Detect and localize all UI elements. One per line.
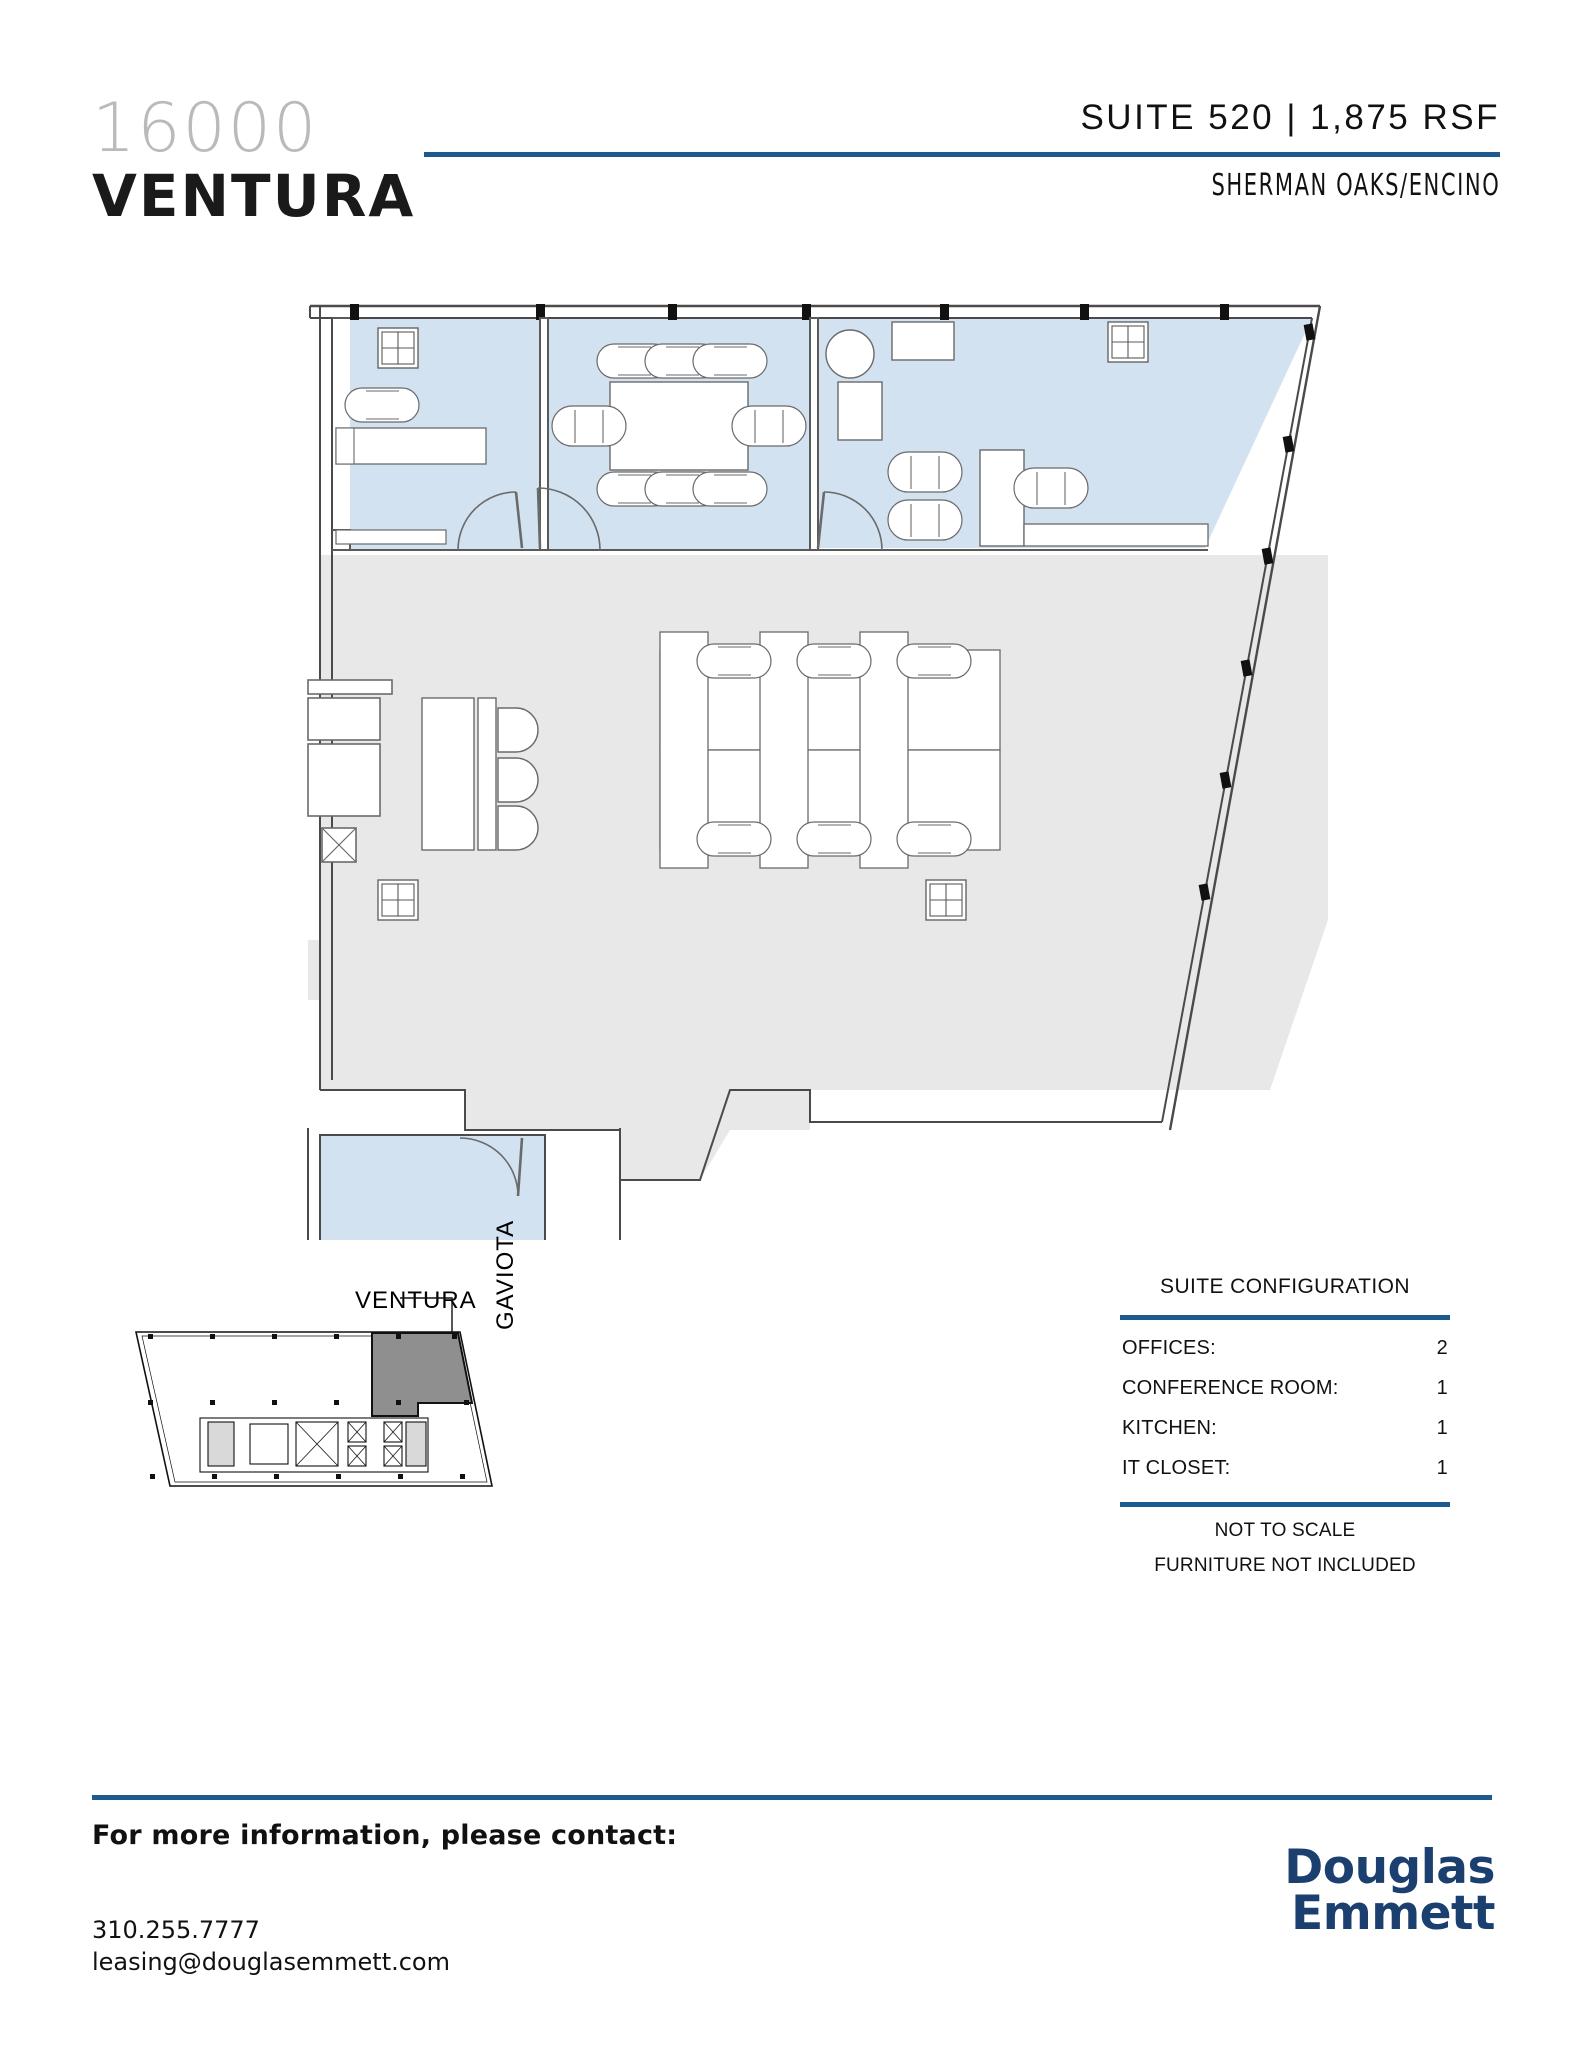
- config-row-kitchen: KITCHEN: 1: [1120, 1400, 1450, 1440]
- config-label-it-closet: IT CLOSET:: [1122, 1457, 1231, 1479]
- lounge-chair: [497, 707, 539, 753]
- lounge-seating: [421, 697, 539, 851]
- window-mullions-east: [1198, 323, 1316, 901]
- appliance: [837, 381, 883, 441]
- credenza: [335, 529, 447, 545]
- config-value-it-closet: 1: [1436, 1457, 1448, 1479]
- door-swings: [457, 487, 883, 1197]
- brand-line-1: Douglas: [1284, 1840, 1495, 1895]
- office-1-door: [457, 491, 517, 551]
- config-bottom-rule: [1120, 1502, 1450, 1507]
- window-mullions-top: [350, 304, 1229, 320]
- counter: [891, 321, 955, 361]
- round-table: [825, 329, 875, 379]
- market-subtitle: SHERMAN OAKS/ENCINO: [1211, 168, 1500, 203]
- open-area-fill: [308, 555, 1328, 1180]
- suite-configuration: SUITE CONFIGURATION OFFICES: 2 CONFERENC…: [1120, 1275, 1450, 1577]
- interior-partitions: [332, 317, 1208, 551]
- window-symbol: [377, 327, 419, 369]
- bench-back: [477, 697, 497, 851]
- logo-number: 16000: [92, 89, 319, 168]
- suite-title: SUITE 520 | 1,875 RSF: [1080, 98, 1500, 137]
- conference-room-furniture: [551, 343, 807, 507]
- office-2-fill: [320, 1135, 545, 1240]
- contact-heading: For more information, please contact:: [92, 1820, 678, 1851]
- lounge-chair: [497, 805, 539, 851]
- config-row-it-closet: IT CLOSET: 1: [1120, 1440, 1450, 1480]
- config-row-offices: OFFICES: 2: [1120, 1320, 1450, 1360]
- it-closet-cluster: [307, 679, 393, 863]
- window-symbol: [1107, 321, 1149, 363]
- keyplan-street-ventura: VENTURA: [355, 1287, 477, 1314]
- building-logo: 16000 VENTURA: [92, 89, 416, 230]
- config-label-kitchen: KITCHEN:: [1122, 1417, 1217, 1439]
- floor-plan: [290, 300, 1350, 1240]
- lounge-chair: [497, 757, 539, 803]
- logo-name: VENTURA: [92, 162, 416, 230]
- workstation-cluster: [659, 631, 1001, 869]
- note-furniture-not-included: FURNITURE NOT INCLUDED: [1154, 1555, 1416, 1576]
- note-not-to-scale: NOT TO SCALE: [1214, 1520, 1356, 1541]
- header-suite-block: SUITE 520 | 1,875 RSF: [940, 98, 1500, 138]
- config-title: SUITE CONFIGURATION: [1160, 1275, 1410, 1298]
- brand-line-2: Emmett: [1291, 1886, 1495, 1942]
- office-1-furniture: [335, 327, 487, 545]
- contact-email[interactable]: leasing@douglasemmett.com: [92, 1947, 450, 1976]
- bench: [421, 697, 475, 851]
- contact-details: 310.255.7777 leasing@douglasemmett.com: [92, 1915, 450, 1978]
- config-value-kitchen: 1: [1436, 1417, 1448, 1439]
- column-markers: [148, 1334, 469, 1479]
- contact-phone[interactable]: 310.255.7777: [92, 1916, 260, 1944]
- conference-table: [609, 381, 749, 471]
- counter-run: [1023, 523, 1209, 547]
- config-top-rule: [1120, 1315, 1450, 1320]
- key-plan: [100, 1290, 520, 1520]
- config-label-offices: OFFICES:: [1122, 1337, 1216, 1359]
- config-label-conference-room: CONFERENCE ROOM:: [1122, 1377, 1339, 1399]
- kitchen-furniture: [825, 321, 1209, 547]
- conference-door: [537, 487, 601, 551]
- config-value-offices: 2: [1436, 1337, 1448, 1359]
- desk: [335, 427, 487, 465]
- building-core: [199, 1417, 429, 1473]
- footer-accent-rule: [92, 1795, 1492, 1800]
- config-row-conference-room: CONFERENCE ROOM: 1: [1120, 1360, 1450, 1400]
- header-accent-rule: [424, 152, 1500, 157]
- douglas-emmett-logo: Douglas Emmett: [1284, 1840, 1495, 1942]
- office-2-door: [459, 1137, 519, 1197]
- config-value-conference-room: 1: [1436, 1377, 1448, 1399]
- kitchen-door: [823, 491, 883, 551]
- highlighted-suite: [371, 1332, 474, 1417]
